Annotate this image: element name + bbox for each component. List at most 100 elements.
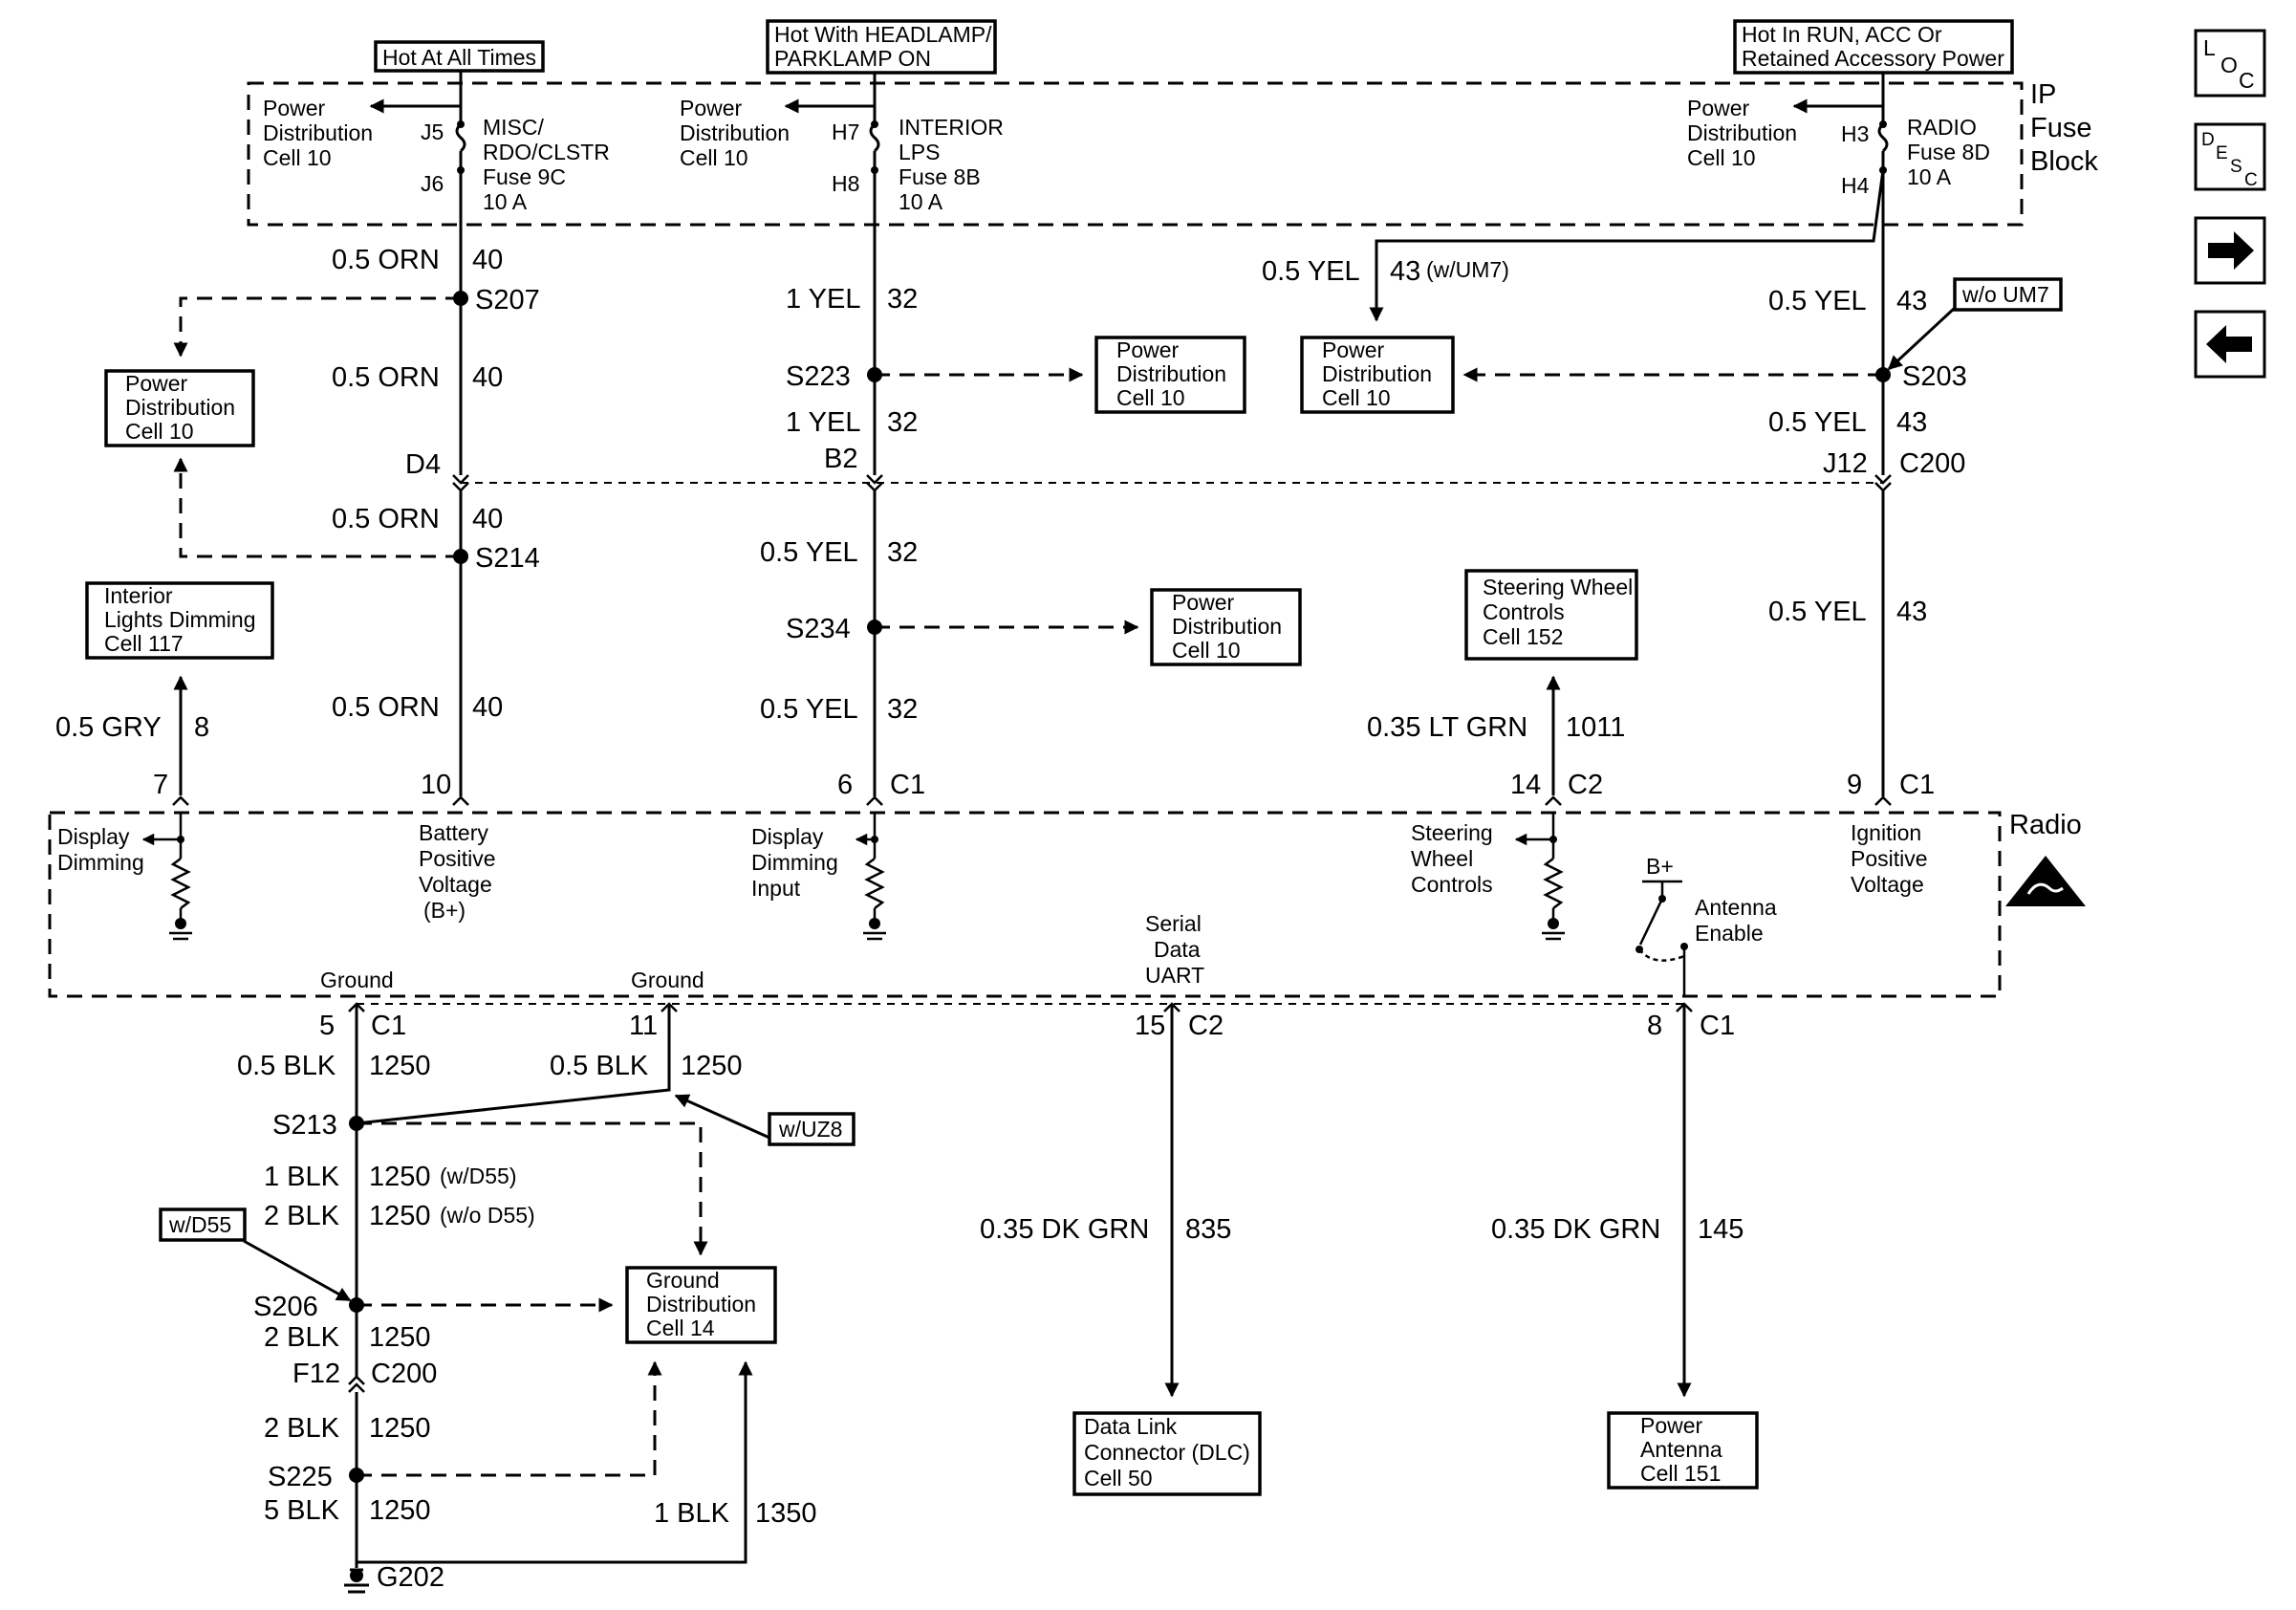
svg-text:Input: Input <box>751 876 801 901</box>
radio-module-outline <box>48 811 2002 998</box>
ground-distribution-box: Ground Distribution Cell 14 <box>625 1266 777 1344</box>
svg-text:Steering Wheel: Steering Wheel <box>1483 575 1633 599</box>
svg-text:1250: 1250 <box>369 1201 431 1231</box>
svg-text:Distribution: Distribution <box>263 120 373 145</box>
wo-um7-tag: w/o UM7 <box>1953 277 2063 312</box>
svg-text:43: 43 <box>1896 407 1927 438</box>
svg-text:Dimming: Dimming <box>751 850 838 875</box>
svg-text:0.5 YEL: 0.5 YEL <box>1768 407 1867 438</box>
svg-text:Positive: Positive <box>1851 846 1928 871</box>
svg-text:40: 40 <box>472 504 503 534</box>
radio-ground-1: Ground <box>320 968 394 992</box>
svg-text:C2: C2 <box>1188 1011 1224 1041</box>
svg-text:Power: Power <box>1172 590 1235 615</box>
svg-text:B+: B+ <box>1646 854 1674 879</box>
svg-text:Controls: Controls <box>1483 599 1565 624</box>
svg-text:Cell 10: Cell 10 <box>125 419 194 444</box>
power-distribution-box-s223: Power Distribution Cell 10 <box>1094 336 1246 414</box>
w-uz8-tag: w/UZ8 <box>768 1112 856 1146</box>
svg-text:43: 43 <box>1896 286 1927 316</box>
w-d55-tag: w/D55 <box>159 1208 247 1242</box>
ground-circuit-1250: 5 C1 11 0.5 BLK 1250 0.5 BLK 1250 S213 1… <box>237 1002 817 1594</box>
svg-text:J5: J5 <box>421 120 444 144</box>
svg-text:RDO/CLSTR: RDO/CLSTR <box>483 140 610 164</box>
circuit-8: 0.5 GRY 8 7 <box>55 675 209 806</box>
svg-text:2 BLK: 2 BLK <box>264 1201 340 1231</box>
svg-text:RADIO: RADIO <box>1907 115 1977 140</box>
svg-text:(w/o D55): (w/o D55) <box>440 1203 535 1228</box>
circuit-40: 0.5 ORN 40 0.5 ORN 40 0.5 ORN 40 0.5 ORN… <box>173 170 540 806</box>
svg-text:Lights Dimming: Lights Dimming <box>104 607 256 632</box>
svg-text:10 A: 10 A <box>483 189 528 214</box>
svg-text:Power: Power <box>1116 337 1180 362</box>
svg-text:Distribution: Distribution <box>1687 120 1797 145</box>
svg-text:S207: S207 <box>475 285 540 315</box>
svg-text:(w/D55): (w/D55) <box>440 1164 517 1188</box>
circuit-835: 15 C2 0.35 DK GRN 835 <box>980 1002 1231 1398</box>
fuse-8d: Power Distribution Cell 10 H3 H4 RADIO F… <box>1687 73 1990 198</box>
svg-text:UART: UART <box>1145 963 1204 988</box>
svg-text:H4: H4 <box>1841 173 1870 198</box>
svg-text:0.5 YEL: 0.5 YEL <box>1768 597 1867 627</box>
interior-lights-dimming-box: Interior Lights Dimming Cell 117 <box>85 581 274 660</box>
svg-text:C200: C200 <box>1899 448 1965 479</box>
ip-fuse-block-outline <box>247 81 2024 227</box>
svg-text:C: C <box>2239 68 2255 93</box>
svg-text:8: 8 <box>194 712 209 743</box>
svg-text:10: 10 <box>421 770 451 800</box>
fuse-9c: Power Distribution Cell 10 J5 J6 MISC/ R… <box>263 71 610 214</box>
esd-warning-icon <box>2005 856 2086 906</box>
svg-text:J12: J12 <box>1823 448 1868 479</box>
svg-text:1250: 1250 <box>369 1413 431 1444</box>
svg-text:835: 835 <box>1185 1214 1231 1245</box>
svg-text:Power: Power <box>680 96 743 120</box>
svg-text:0.5 BLK: 0.5 BLK <box>237 1051 336 1081</box>
svg-text:S223: S223 <box>786 361 851 392</box>
arrow-right-icon <box>2208 231 2254 270</box>
steering-wheel-controls-box: Steering Wheel Controls Cell 152 <box>1464 569 1638 661</box>
next-page-button[interactable] <box>2194 216 2266 285</box>
svg-text:40: 40 <box>472 692 503 723</box>
svg-text:Cell 14: Cell 14 <box>646 1316 715 1340</box>
svg-text:B2: B2 <box>824 444 857 474</box>
svg-text:Display: Display <box>751 824 824 849</box>
svg-text:w/D55: w/D55 <box>168 1212 231 1237</box>
svg-text:145: 145 <box>1698 1214 1744 1245</box>
svg-text:Cell 10: Cell 10 <box>263 145 332 170</box>
svg-text:Ground: Ground <box>646 1268 720 1293</box>
svg-text:0.5 YEL: 0.5 YEL <box>760 537 858 568</box>
svg-text:C1: C1 <box>1899 770 1935 800</box>
svg-text:Cell 117: Cell 117 <box>104 631 184 656</box>
svg-text:0.5 ORN: 0.5 ORN <box>332 362 440 393</box>
svg-text:(B+): (B+) <box>423 898 466 923</box>
svg-text:Cell 10: Cell 10 <box>1172 638 1241 663</box>
svg-text:Retained Accessory Power: Retained Accessory Power <box>1742 46 2004 71</box>
desc-button[interactable]: D E S C <box>2194 122 2266 191</box>
previous-page-button[interactable] <box>2194 310 2266 379</box>
radio-serial-data-uart: Serial Data UART <box>1145 911 1204 988</box>
svg-text:0.5 ORN: 0.5 ORN <box>332 245 440 275</box>
loc-button[interactable]: L O C <box>2194 29 2266 98</box>
svg-text:L: L <box>2203 35 2216 60</box>
svg-text:H3: H3 <box>1841 121 1869 146</box>
svg-text:5: 5 <box>319 1011 335 1041</box>
svg-text:D: D <box>2201 130 2215 150</box>
svg-text:6: 6 <box>837 770 853 800</box>
arrow-left-icon <box>2206 325 2252 363</box>
svg-text:C1: C1 <box>1700 1011 1735 1041</box>
svg-text:Hot At All Times: Hot At All Times <box>382 45 536 70</box>
svg-text:0.5 BLK: 0.5 BLK <box>550 1051 649 1081</box>
svg-text:S206: S206 <box>253 1292 318 1322</box>
svg-text:MISC/: MISC/ <box>483 115 545 140</box>
svg-text:1250: 1250 <box>369 1322 431 1353</box>
svg-text:1250: 1250 <box>369 1162 431 1192</box>
svg-text:Antenna: Antenna <box>1695 895 1777 920</box>
svg-text:Cell 151: Cell 151 <box>1640 1461 1721 1486</box>
svg-text:Cell 10: Cell 10 <box>1116 385 1185 410</box>
svg-text:Wheel: Wheel <box>1411 846 1473 871</box>
power-distribution-box-um7: Power Distribution Cell 10 <box>1300 336 1455 414</box>
svg-text:Power: Power <box>1322 337 1385 362</box>
circuit-32: 1 YEL 32 1 YEL 32 0.5 YEL 32 0.5 YEL 32 … <box>760 170 1139 806</box>
svg-text:32: 32 <box>887 407 918 438</box>
svg-text:S234: S234 <box>786 614 851 644</box>
